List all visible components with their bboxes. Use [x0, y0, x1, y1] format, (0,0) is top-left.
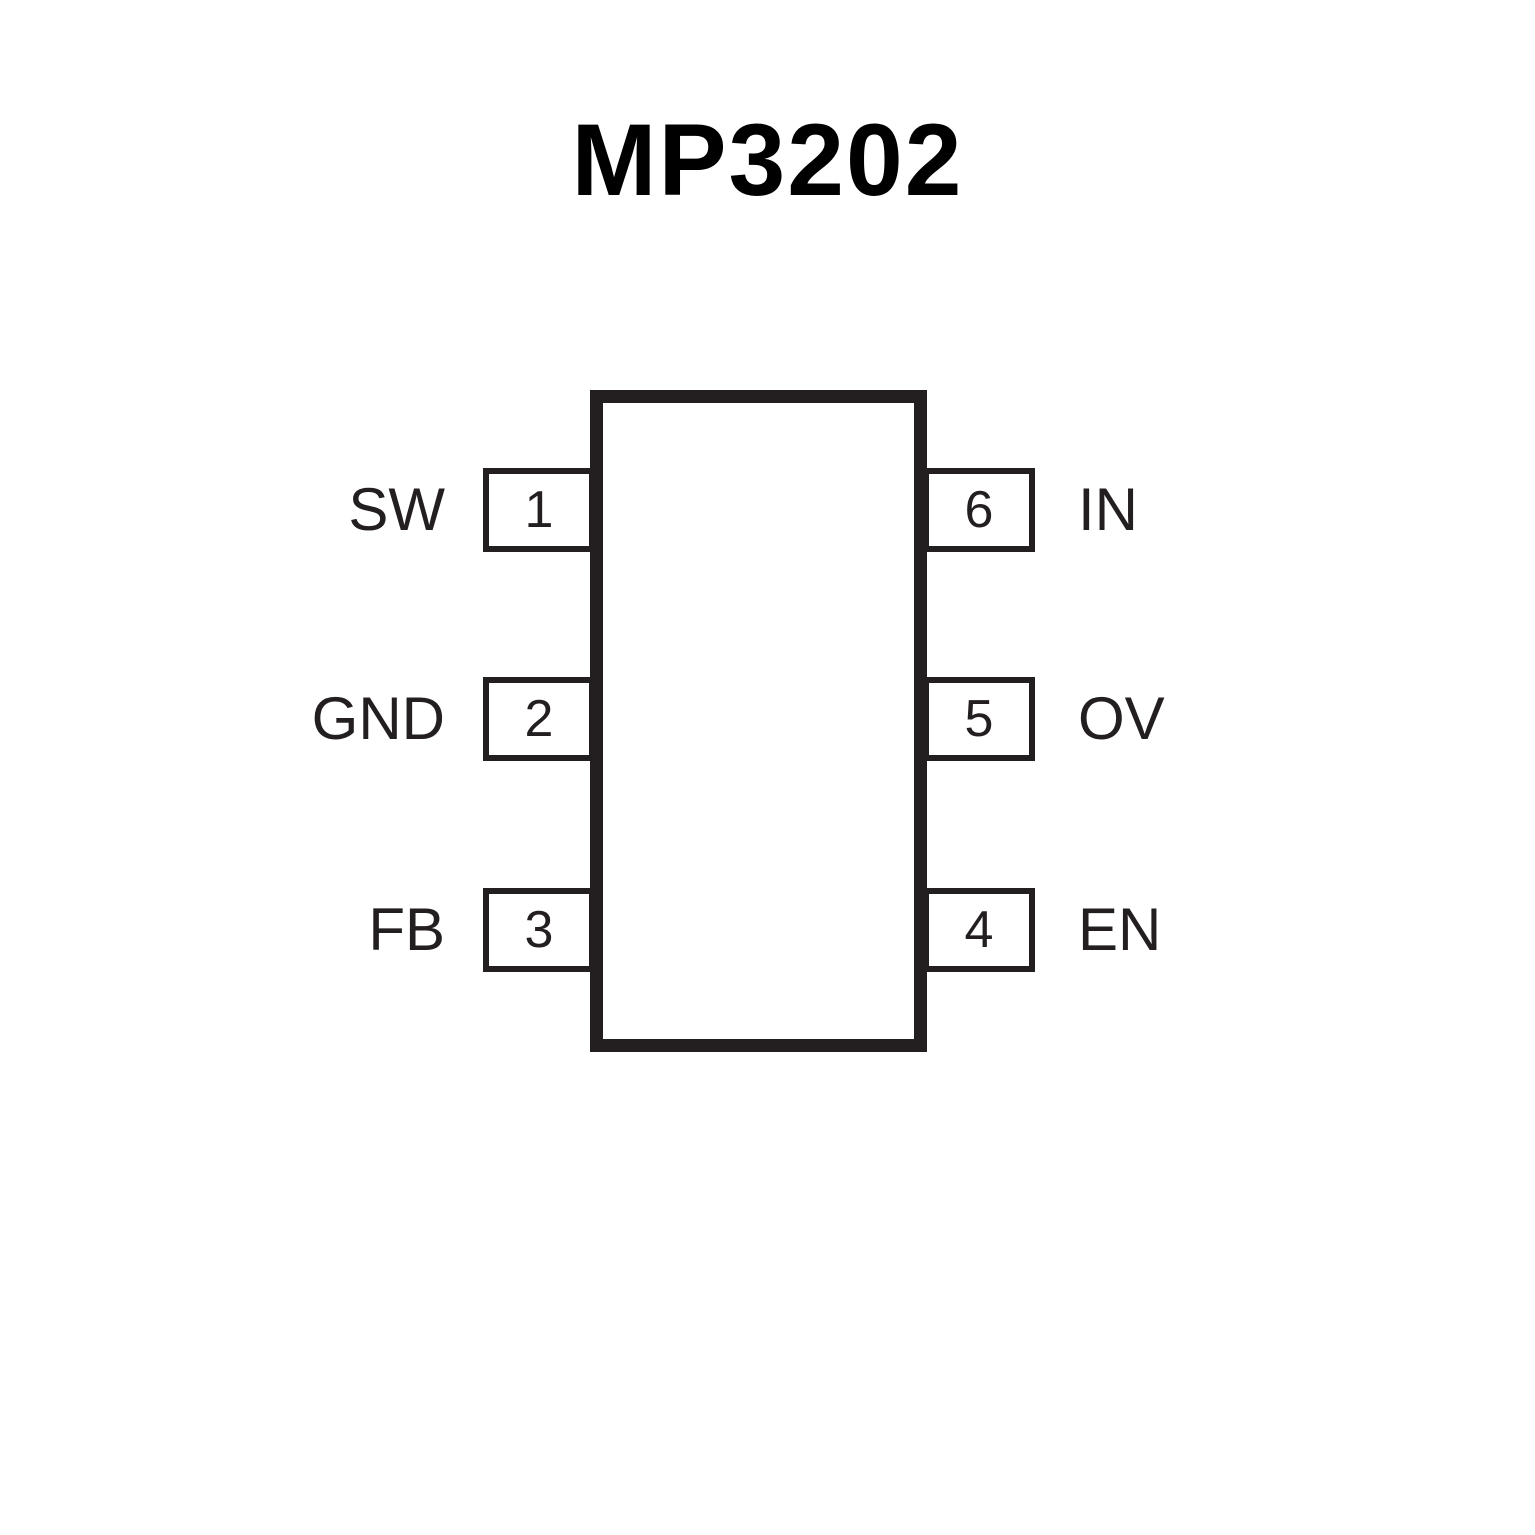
pin-label-fb: FB	[368, 896, 445, 963]
pin-box-4: 4	[923, 888, 1035, 972]
pin-number-1: 1	[524, 481, 554, 539]
pin-number-6: 6	[964, 481, 994, 539]
pin-box-5: 5	[923, 677, 1035, 761]
pin-label-sw: SW	[348, 476, 445, 543]
pin-label-in: IN	[1078, 476, 1138, 543]
pin-label-gnd: GND	[311, 685, 445, 752]
pin-number-5: 5	[964, 690, 994, 748]
pin-label-en: EN	[1078, 896, 1162, 963]
pin-number-2: 2	[524, 690, 554, 748]
pin-box-1: 1	[483, 468, 595, 552]
chip-title: MP3202	[571, 103, 964, 217]
pin-box-2: 2	[483, 677, 595, 761]
pin-label-ov: OV	[1078, 685, 1165, 752]
ic-package-body	[590, 390, 927, 1052]
pin-box-6: 6	[923, 468, 1035, 552]
pin-box-3: 3	[483, 888, 595, 972]
pin-number-4: 4	[964, 901, 994, 959]
pin-number-3: 3	[524, 901, 554, 959]
